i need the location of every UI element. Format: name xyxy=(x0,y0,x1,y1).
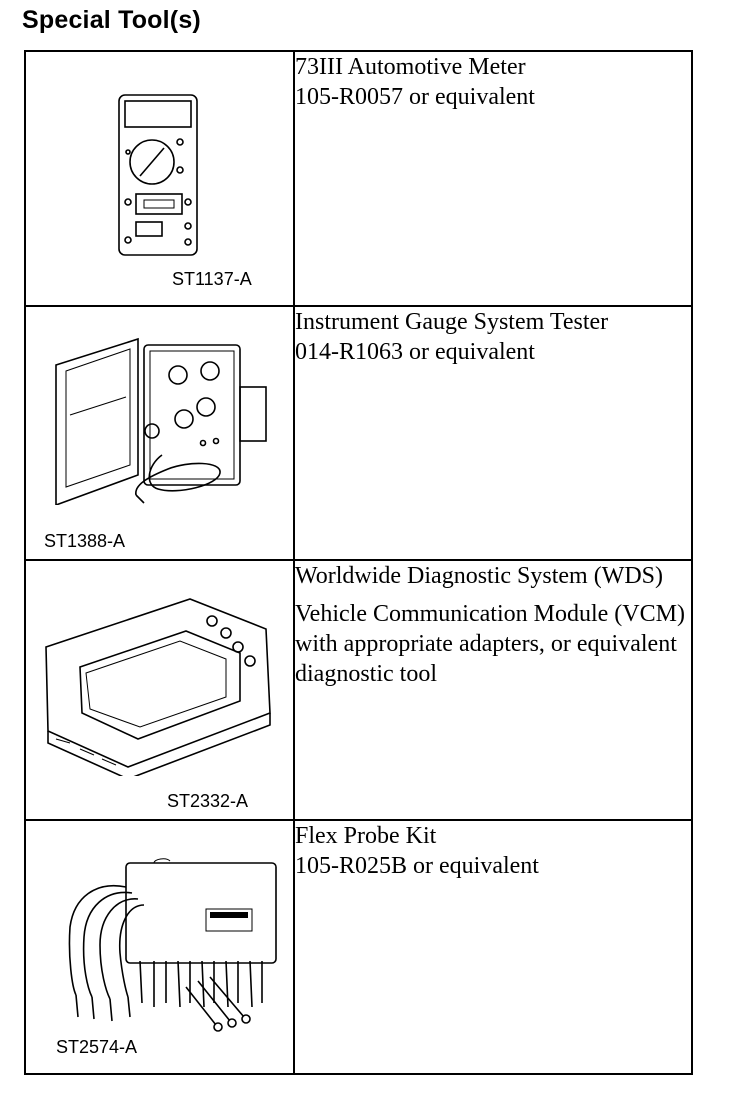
tool-row: ST2574-A Flex Probe Kit 105-R025B or equ… xyxy=(24,819,693,1075)
tool-row: ST1388-A Instrument Gauge System Tester … xyxy=(24,305,693,561)
tool-image-cell: ST2574-A xyxy=(24,819,295,1075)
diagnostic-system-icon xyxy=(40,591,280,776)
tool-part-number: 014-R1063 or equivalent xyxy=(295,339,535,365)
tool-name: Flex Probe Kit xyxy=(295,823,437,849)
tool-description: Worldwide Diagnostic System (WDS) Vehicl… xyxy=(293,559,693,821)
tool-code: ST2332-A xyxy=(167,791,249,811)
tool-image-cell: ST1388-A xyxy=(24,305,295,561)
automotive-meter-icon xyxy=(114,90,204,262)
tool-image-cell: ST1137-A xyxy=(24,50,295,307)
tool-part-number: 105-R0057 or equivalent xyxy=(295,84,535,110)
tool-name: 73III Automotive Meter xyxy=(295,54,526,80)
special-tools-table: ST1137-A 73III Automotive Meter 105-R005… xyxy=(24,50,693,1075)
tool-part-number: 105-R025B or equivalent xyxy=(295,853,539,879)
gauge-tester-icon xyxy=(48,335,273,505)
tool-accessory: Vehicle Communication Module (VCM) with … xyxy=(295,601,685,687)
tool-row: ST1137-A 73III Automotive Meter 105-R005… xyxy=(24,50,693,307)
tool-code: ST1137-A xyxy=(172,269,252,289)
tool-row: ST2332-A Worldwide Diagnostic System (WD… xyxy=(24,559,693,821)
tool-description: Instrument Gauge System Tester 014-R1063… xyxy=(293,305,693,561)
tool-code: ST1388-A xyxy=(44,531,126,551)
section-heading: Special Tool(s) xyxy=(22,6,201,34)
flex-probe-kit-icon xyxy=(66,857,281,1037)
tool-description: 73III Automotive Meter 105-R0057 or equi… xyxy=(293,50,693,307)
tool-name: Worldwide Diagnostic System (WDS) xyxy=(295,563,664,589)
tool-name: Instrument Gauge System Tester xyxy=(295,309,609,335)
tool-code: ST2574-A xyxy=(56,1037,138,1057)
tool-description: Flex Probe Kit 105-R025B or equivalent xyxy=(293,819,693,1075)
tool-image-cell: ST2332-A xyxy=(24,559,295,821)
